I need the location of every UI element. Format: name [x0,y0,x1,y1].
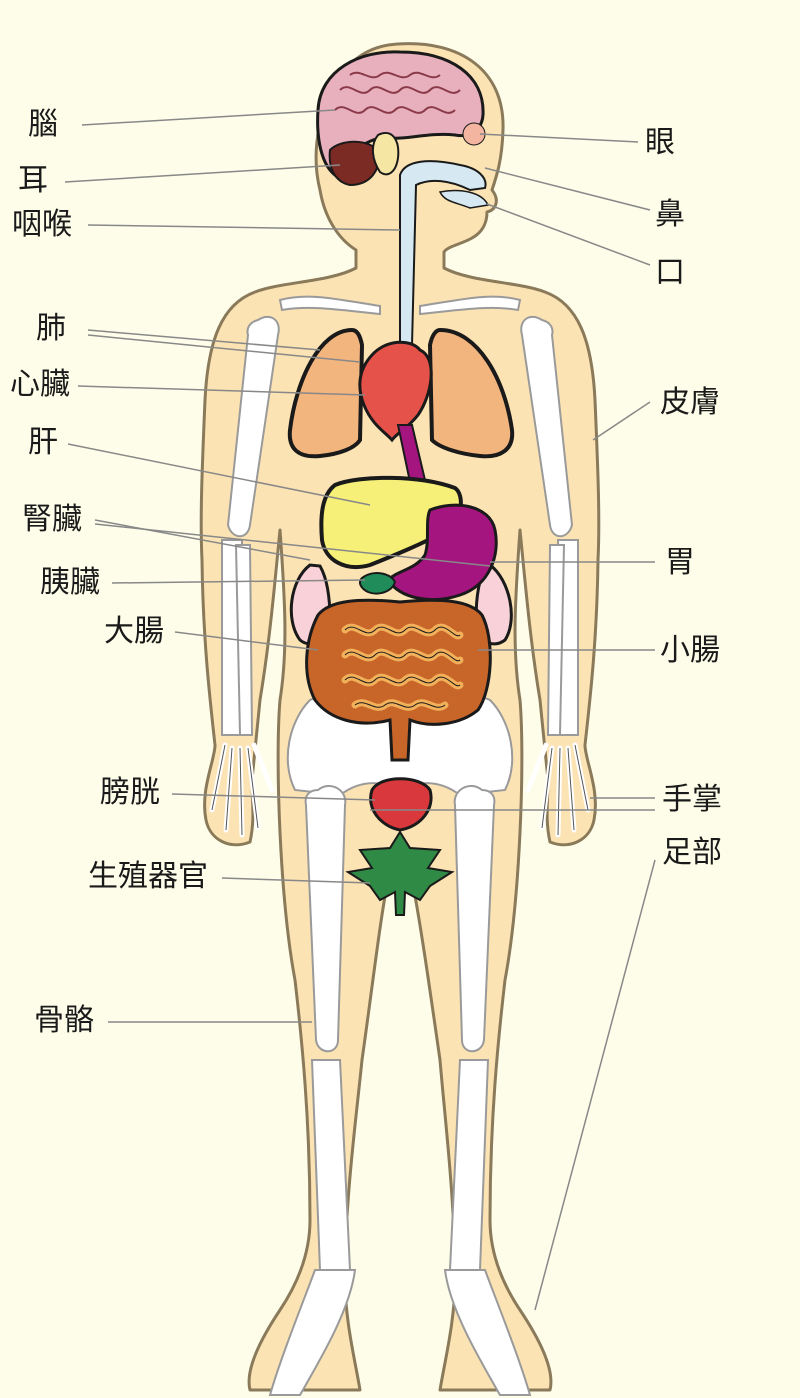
label-large-intestine: 大腸 [104,617,164,647]
label-heart: 心臟 [10,370,70,400]
label-lung: 肺 [36,314,66,344]
label-pancreas: 胰臟 [40,568,100,598]
label-mouth: 口 [655,258,685,288]
ear [373,133,398,174]
pancreas [360,573,395,593]
label-kidney: 腎臟 [22,505,82,535]
forearm-right-2 [548,545,564,735]
label-brain: 腦 [28,110,58,140]
label-bone: 骨骼 [34,1006,94,1036]
label-palm: 手掌 [662,785,722,815]
label-nose: 鼻 [655,200,685,230]
label-small-intestine: 小腸 [660,636,720,666]
label-genitals: 生殖器官 [88,862,208,892]
label-foot: 足部 [662,838,722,868]
label-skin: 皮膚 [660,388,720,418]
label-eye: 眼 [645,128,675,158]
label-ear: 耳 [18,166,48,196]
label-liver: 肝 [28,428,58,458]
label-throat: 咽喉 [12,210,72,240]
label-bladder: 膀胱 [100,778,160,808]
label-stomach: 胃 [665,548,695,578]
